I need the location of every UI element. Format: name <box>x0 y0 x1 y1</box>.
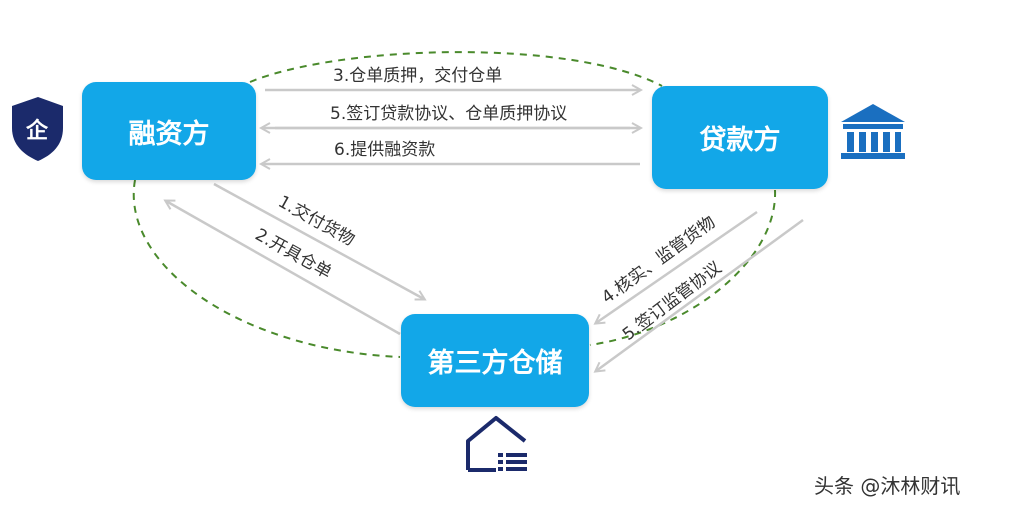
label-pledge: 3.仓单质押，交付仓单 <box>333 66 502 86</box>
arrow-deliver-goods <box>213 182 424 299</box>
arrow-sign-supervision <box>596 218 804 371</box>
arrow-issue-receipt <box>166 201 401 336</box>
dashed-loop-right <box>589 189 777 346</box>
dashed-cycle <box>132 51 777 358</box>
label-agreement: 5.签订贷款协议、仓单质押协议 <box>330 104 567 124</box>
watermark: 头条 @沐林财讯 <box>814 474 961 498</box>
node-financing-party: 融资方 <box>82 82 256 180</box>
bank-icon <box>841 104 905 159</box>
node-third-party-warehouse: 第三方仓储 <box>401 314 589 407</box>
dashed-loop-top <box>249 51 663 87</box>
warehouse-icon <box>466 416 527 472</box>
node-lender: 贷款方 <box>652 86 828 189</box>
label-provide-funds: 6.提供融资款 <box>334 140 435 160</box>
arrow-verify-supervise <box>596 210 758 323</box>
enterprise-shield-icon: 企 <box>12 97 63 161</box>
svg-text:企: 企 <box>25 118 49 144</box>
dashed-loop-left <box>132 179 401 358</box>
arrows <box>166 90 804 371</box>
